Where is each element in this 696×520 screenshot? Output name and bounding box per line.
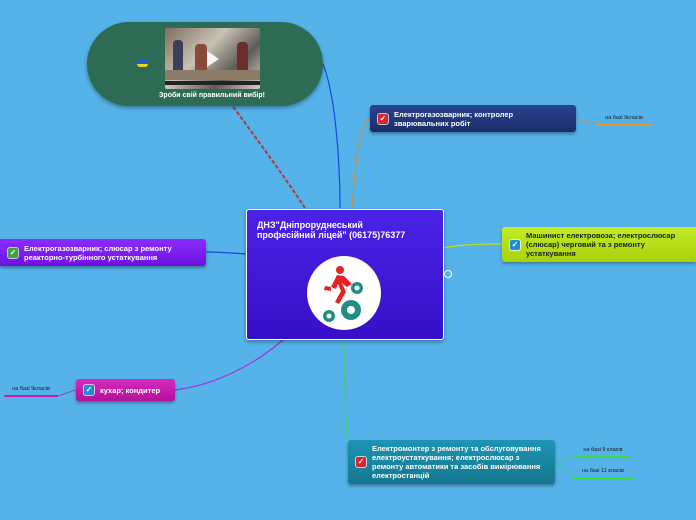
video-thumbnail[interactable]: [165, 28, 260, 89]
leaf-underline: [4, 395, 58, 397]
runner-gears-logo: [307, 256, 381, 330]
link-machinist: [441, 243, 503, 249]
leaf-electro-11[interactable]: на базі 11 класів: [573, 468, 633, 479]
central-title: ДНЗ"Дніпроруднеський професійний ліцей" …: [257, 220, 406, 241]
branch-electro-label: Електромонтер з ремонту та обслуговуванн…: [372, 444, 541, 480]
leaf-cook-label: на базі 9класів: [12, 386, 50, 392]
link-video: [231, 104, 306, 209]
central-node[interactable]: ДНЗ"Дніпроруднеський професійний ліцей" …: [246, 209, 444, 340]
branch-machinist-label: Машинист електровоза; електрослюсар (слю…: [526, 231, 676, 258]
check-icon[interactable]: ✓: [510, 239, 520, 250]
branch-gas-welder[interactable]: ✓ Електрогазозварник; контролер зварювал…: [370, 105, 576, 132]
leaf-gas-welder-label: на базі 9класів: [605, 115, 643, 121]
ukraine-flag-icon: [137, 60, 148, 67]
leaf-gas-welder[interactable]: на базі 9класів: [596, 115, 652, 126]
check-icon[interactable]: ✓: [84, 385, 94, 395]
video-bench: [165, 70, 260, 80]
leaf-underline: [573, 477, 633, 479]
video-caption-strip: [165, 81, 260, 85]
runner-icon: [324, 266, 352, 304]
link-reactor: [205, 251, 247, 255]
link-electro-leaf2: [554, 461, 577, 478]
leaf-electro-9-label: на базі 9 класів: [583, 447, 623, 453]
branch-reactor-label: Електрогазозварник; слюсар з ремонту реа…: [24, 243, 172, 262]
collapse-toggle-icon[interactable]: [444, 270, 452, 278]
video-person-2: [195, 44, 207, 78]
video-caption: Зроби свій правильний вибір!: [159, 92, 265, 99]
play-icon[interactable]: [207, 51, 219, 67]
link-cook: [174, 337, 286, 391]
link-cook-leaf: [57, 389, 77, 397]
branch-cook-label: кухар; кондитер: [100, 385, 161, 395]
branch-machinist[interactable]: ✓ Машинист електровоза; електрослюсар (с…: [502, 227, 696, 262]
link-video-blue: [321, 61, 341, 209]
leaf-underline: [576, 456, 630, 458]
leaf-electro-11-label: на базі 11 класів: [582, 468, 624, 474]
branch-gas-welder-label: Електрогазозварник; контролер зварювальн…: [394, 109, 514, 128]
leaf-underline: [596, 124, 652, 126]
video-person-3: [237, 42, 248, 78]
branch-reactor[interactable]: ✓ Електрогазозварник; слюсар з ремонту р…: [0, 239, 206, 266]
check-icon[interactable]: ✓: [378, 113, 388, 124]
link-electro-leaf1: [554, 455, 577, 463]
video-node[interactable]: Зроби свій правильний вибір!: [87, 22, 323, 106]
check-icon[interactable]: ✓: [8, 247, 18, 258]
branch-cook[interactable]: ✓ кухар; кондитер: [76, 379, 175, 401]
leaf-electro-9[interactable]: на базі 9 класів: [576, 447, 630, 458]
check-icon[interactable]: ✓: [356, 457, 366, 467]
link-gas-welder: [351, 118, 371, 209]
video-person-1: [173, 40, 183, 78]
leaf-cook[interactable]: на базі 9класів: [4, 386, 58, 397]
branch-electro[interactable]: ✓ Електромонтер з ремонту та обслуговува…: [348, 440, 555, 484]
